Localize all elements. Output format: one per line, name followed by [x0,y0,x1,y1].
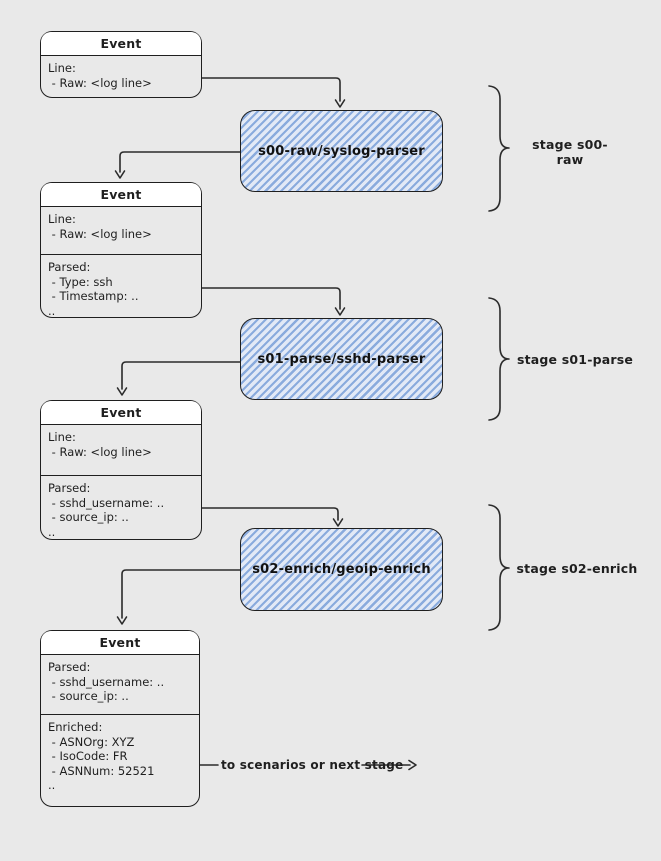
arrow-parser1-to-event2 [119,151,241,173]
arrowhead-down-icon [334,99,346,108]
event-node-4: Event Parsed: - sshd_username: .. - sour… [40,630,200,807]
arrowhead-down-icon [116,387,128,396]
event-title: Event [41,631,199,655]
event-title: Event [41,183,201,207]
arrow-event3-to-parser3 [201,507,339,521]
stage-label-s02: stage s02-enrich [516,561,638,576]
brace-stage-s01-icon [488,297,510,421]
event-field: .. [48,778,56,792]
stage-label-s00: stage s00-raw [532,137,608,167]
parser-label: s00-raw/syslog-parser [258,143,425,159]
event-field: Line: [48,61,76,75]
event-field: - Type: ssh [48,274,113,289]
arrowhead-down-icon [332,518,344,527]
arrowhead-down-icon [114,170,126,179]
arrowhead-down-icon [334,307,346,316]
event-field: - Raw: <log line> [48,75,152,90]
brace-stage-s00-icon [488,85,510,212]
event-field: - ASNOrg: XYZ [48,734,135,749]
event-field: - sshd_username: .. [48,495,165,510]
arrow-event1-to-parser1 [201,77,341,102]
event-field: Line: [48,430,76,444]
event-title: Event [41,32,201,56]
parser-label: s01-parse/sshd-parser [257,351,426,367]
event-field: .. [48,524,56,539]
arrowhead-down-icon [116,616,128,625]
event-field: Enriched: [48,720,103,734]
event-field: - Timestamp: .. [48,289,139,303]
event-field: - Raw: <log line> [48,226,152,241]
event-field: - ASNNum: 52521 [48,763,155,778]
event-field: - IsoCode: FR [48,749,128,763]
event-field: - source_ip: .. [48,510,129,524]
event-field: - Raw: <log line> [48,444,152,459]
output-flow-label: to scenarios or next stage [221,758,404,772]
parser-label: s02-enrich/geoip-enrich [252,562,431,577]
event-node-3: Event Line: - Raw: <log line> Parsed: - … [40,400,202,540]
stage-label-s01: stage s01-parse [516,352,634,367]
parser-node-s00: s00-raw/syslog-parser [240,110,443,192]
parser-node-s02: s02-enrich/geoip-enrich [240,528,443,611]
event-node-1: Event Line: - Raw: <log line> [40,31,202,98]
arrow-parser2-to-event3 [121,361,241,390]
event-field: - sshd_username: .. [48,674,165,689]
event-field: - source_ip: .. [48,689,129,703]
event-field: Line: [48,212,76,226]
event-node-2: Event Line: - Raw: <log line> Parsed: - … [40,182,202,318]
arrow-event2-to-parser2 [201,287,341,310]
event-field: Parsed: [48,260,91,274]
event-field: .. [48,303,56,318]
event-title: Event [41,401,201,425]
event-field: Parsed: [48,481,91,495]
parser-node-s01: s01-parse/sshd-parser [240,318,443,400]
event-field: Parsed: [48,660,91,674]
brace-stage-s02-icon [488,504,510,631]
arrowhead-right-icon [408,759,417,771]
arrow-parser3-to-event4 [121,569,241,619]
